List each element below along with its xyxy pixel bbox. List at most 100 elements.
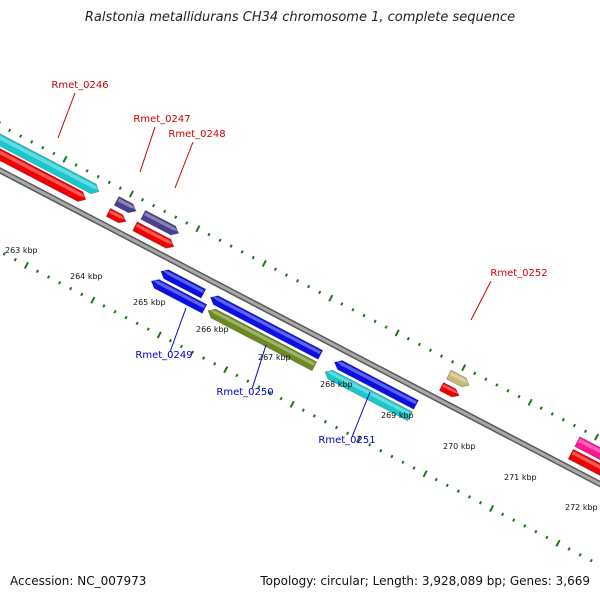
minor-tick [445, 483, 449, 488]
gene-leader-line [470, 280, 492, 321]
minor-tick [467, 495, 471, 499]
topology-text: Topology: circular; Length: 3,928,089 bp… [260, 574, 590, 588]
gene-rmet-0248 [140, 209, 180, 236]
minor-tick [273, 267, 277, 272]
minor-tick [473, 371, 477, 376]
gene-rmet-0248-body [140, 209, 180, 236]
gene-rmet-0248-shine [144, 212, 179, 232]
minor-tick [174, 215, 178, 219]
major-tick [223, 366, 229, 374]
minor-tick [534, 529, 538, 534]
minor-tick [202, 356, 206, 360]
minor-tick [307, 284, 311, 289]
minor-tick [512, 518, 516, 522]
minor-tick [235, 373, 239, 378]
major-tick [594, 433, 600, 441]
major-tick [555, 539, 561, 547]
gene-feature-shine [578, 438, 600, 454]
minor-tick [428, 348, 433, 353]
minor-tick [107, 180, 111, 185]
gene-rmet-0247 [113, 195, 137, 214]
cds-feature-shine [571, 451, 600, 470]
cds-feature-shine [162, 270, 205, 293]
gene-rmet-0246 [0, 133, 100, 195]
minor-tick [69, 286, 73, 291]
minor-tick [124, 315, 128, 320]
minor-tick [163, 209, 167, 214]
minor-tick [135, 321, 139, 326]
gene-rmet-0247-shine [117, 198, 136, 209]
minor-tick [168, 338, 172, 343]
cds-feature [438, 381, 460, 398]
major-tick [489, 504, 495, 513]
minor-tick [151, 203, 156, 208]
minor-tick [279, 396, 283, 401]
minor-tick [58, 281, 62, 285]
minor-tick [246, 379, 250, 384]
minor-tick [96, 174, 100, 179]
minor-tick [74, 163, 78, 167]
minor-tick [312, 414, 316, 418]
cds-feature-body [105, 207, 127, 224]
tick-label: 271 kbp [504, 473, 537, 482]
gene-rmet-0249-body [150, 279, 208, 314]
cds-feature [160, 269, 207, 299]
gene-leader-line [57, 92, 76, 139]
minor-tick [589, 558, 593, 563]
tick-label: 267 kbp [258, 353, 291, 362]
minor-tick [190, 350, 195, 355]
major-tick [62, 155, 68, 163]
minor-tick [240, 250, 244, 254]
gene-rmet-0249-shine [153, 280, 206, 309]
tick-label: 272 kbp [565, 503, 598, 512]
minor-tick [218, 238, 222, 243]
major-tick [328, 294, 334, 302]
cds-feature-shine [336, 361, 417, 405]
minor-tick [478, 500, 483, 505]
minor-tick [345, 431, 350, 436]
minor-tick [368, 443, 372, 447]
minor-tick [185, 221, 189, 225]
minor-tick [52, 151, 56, 156]
gene-rmet-0249 [150, 279, 208, 314]
minor-tick [351, 307, 355, 312]
forward-tick-row [0, 121, 600, 441]
cds-feature-body [333, 360, 419, 410]
cds-feature-body [132, 221, 175, 249]
minor-tick [318, 290, 322, 295]
minor-tick [567, 547, 571, 551]
gene-leader-line [174, 141, 194, 189]
gene-leader-line [351, 391, 371, 438]
cds-feature-body [160, 269, 207, 299]
cds-feature [132, 221, 175, 249]
minor-tick [539, 406, 543, 410]
minor-tick [373, 319, 377, 324]
minor-tick [251, 255, 255, 260]
minor-tick [102, 304, 106, 308]
major-tick [527, 398, 533, 406]
minor-tick [257, 385, 261, 389]
cds-feature-shine [442, 384, 459, 394]
minor-tick [578, 553, 582, 557]
minor-tick [85, 169, 89, 173]
major-tick [394, 329, 400, 337]
cds-feature-shine [109, 210, 126, 220]
tick-label: 263 kbp [5, 246, 38, 255]
minor-tick [484, 377, 488, 382]
gene-rmet-0246-shine [0, 135, 99, 190]
minor-tick [229, 244, 233, 248]
minor-tick [301, 408, 305, 412]
major-tick [356, 435, 362, 443]
gene-rmet-0251-shine [326, 370, 411, 416]
major-tick [261, 259, 267, 268]
gene-label-rmet-0246: Rmet_0246 [51, 80, 108, 91]
minor-tick [384, 325, 388, 329]
gene-label-rmet-0248: Rmet_0248 [168, 129, 225, 140]
minor-tick [213, 362, 217, 366]
minor-tick [456, 489, 460, 493]
major-tick [422, 470, 428, 478]
minor-tick [268, 390, 272, 395]
gene-feature [574, 436, 600, 461]
cds-feature [567, 448, 600, 476]
gene-label-rmet-0249: Rmet_0249 [135, 350, 192, 361]
